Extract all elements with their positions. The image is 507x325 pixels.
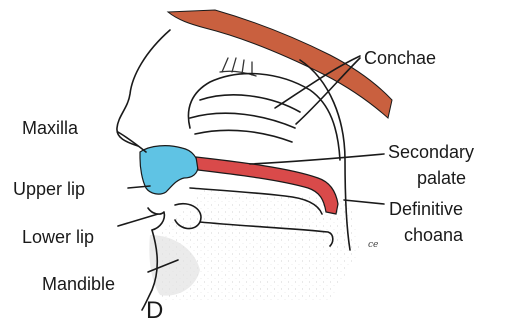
- label-secondary-palate-line2: palate: [417, 168, 466, 188]
- facial-profile: [117, 30, 170, 146]
- cranial-base: [168, 10, 392, 118]
- label-conchae: Conchae: [364, 48, 436, 68]
- label-lower-lip: Lower lip: [22, 227, 94, 247]
- label-definitive-choana-line2: choana: [404, 225, 464, 245]
- label-maxilla: Maxilla: [22, 118, 79, 138]
- label-mandible: Mandible: [42, 274, 115, 294]
- nasal-cavity-outline: [188, 74, 340, 160]
- small-mark: ce: [368, 240, 378, 250]
- label-upper-lip: Upper lip: [13, 179, 85, 199]
- label-definitive-choana-line1: Definitive: [389, 199, 463, 219]
- panel-letter: D: [146, 297, 163, 324]
- lower-lip-outline: [148, 208, 164, 230]
- label-secondary-palate-line1: Secondary: [388, 142, 474, 162]
